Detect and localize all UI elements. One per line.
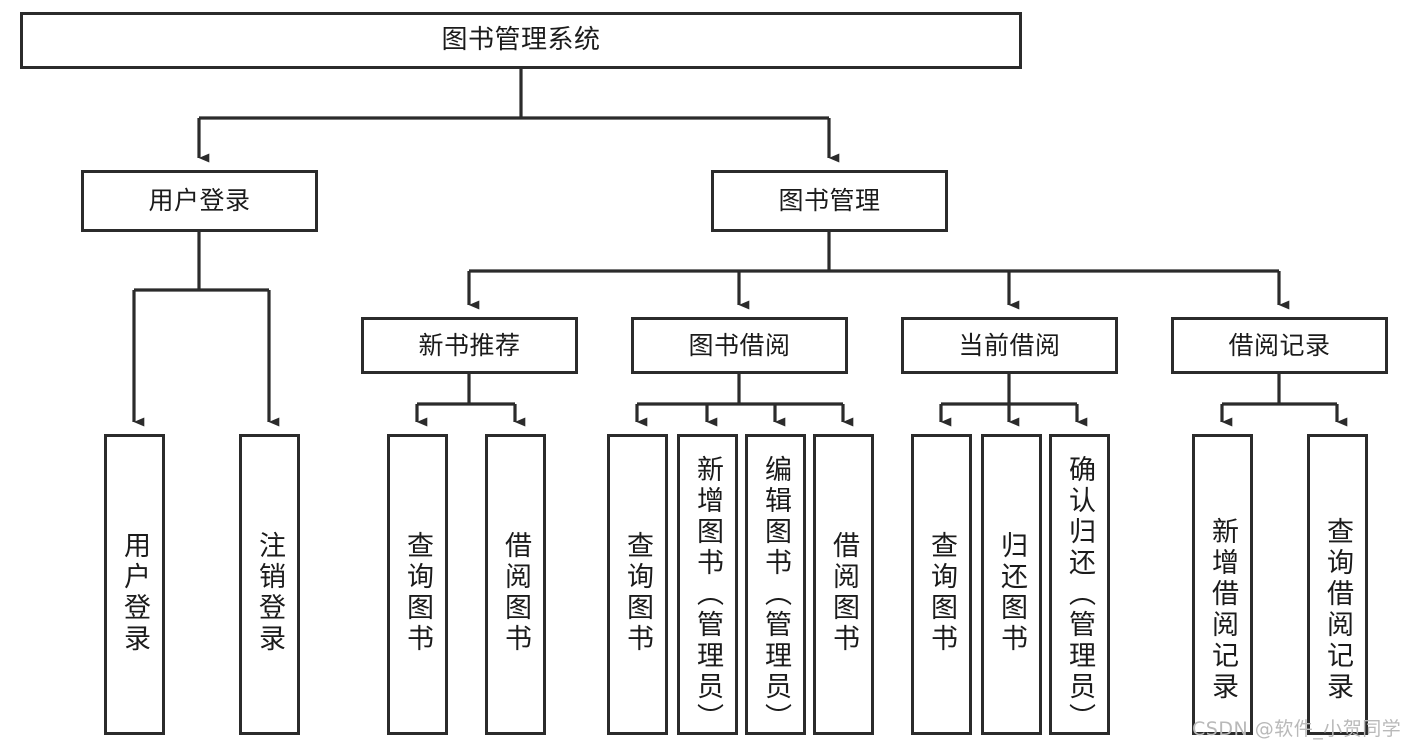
node-label: 新增借阅记录 (1207, 517, 1238, 703)
node-book-borrow[interactable]: 图书借阅 (631, 317, 848, 374)
leaf-book-borrow-edit-book-admin[interactable]: 编辑图书（管理员） (745, 434, 806, 735)
node-label: 新书推荐 (418, 330, 521, 360)
node-root-book-management-system[interactable]: 图书管理系统 (20, 12, 1022, 69)
node-label: 新增图书（管理员） (692, 455, 723, 734)
node-label: 借阅图书 (500, 531, 531, 655)
node-label: 查询借阅记录 (1322, 517, 1353, 703)
watermark-text: CSDN @软件_小贺同学 (1192, 718, 1402, 740)
leaf-user-login-logout[interactable]: 注销登录 (239, 434, 300, 735)
node-label: 归还图书 (996, 531, 1027, 655)
node-label: 图书管理系统 (441, 24, 601, 55)
leaf-book-borrow-borrow-book[interactable]: 借阅图书 (813, 434, 874, 735)
node-label: 查询图书 (926, 531, 957, 655)
leaf-borrow-record-query-record[interactable]: 查询借阅记录 (1307, 434, 1368, 735)
leaf-user-login-login[interactable]: 用户登录 (104, 434, 165, 735)
node-borrow-record[interactable]: 借阅记录 (1171, 317, 1388, 374)
leaf-new-book-borrow-book[interactable]: 借阅图书 (485, 434, 546, 735)
node-book-management[interactable]: 图书管理 (711, 170, 948, 232)
leaf-book-borrow-query-book[interactable]: 查询图书 (607, 434, 668, 735)
node-label: 借阅图书 (828, 531, 859, 655)
node-label: 当前借阅 (958, 330, 1061, 360)
leaf-book-borrow-add-book-admin[interactable]: 新增图书（管理员） (677, 434, 738, 735)
node-label: 图书借阅 (688, 330, 791, 360)
node-label: 用户登录 (148, 186, 251, 215)
leaf-current-borrow-query-book[interactable]: 查询图书 (911, 434, 972, 735)
node-label: 注销登录 (254, 531, 285, 655)
leaf-borrow-record-add-record[interactable]: 新增借阅记录 (1192, 434, 1253, 735)
node-label: 查询图书 (622, 531, 653, 655)
node-label: 借阅记录 (1228, 330, 1331, 360)
leaf-new-book-query-book[interactable]: 查询图书 (387, 434, 448, 735)
node-label: 编辑图书（管理员） (760, 455, 791, 734)
node-user-login[interactable]: 用户登录 (81, 170, 318, 232)
node-label: 用户登录 (119, 531, 150, 655)
node-new-book-recommend[interactable]: 新书推荐 (361, 317, 578, 374)
node-label: 查询图书 (402, 531, 433, 655)
node-current-borrow[interactable]: 当前借阅 (901, 317, 1118, 374)
node-label: 确认归还（管理员） (1064, 455, 1095, 734)
leaf-current-borrow-confirm-return-admin[interactable]: 确认归还（管理员） (1049, 434, 1110, 735)
node-label: 图书管理 (778, 186, 881, 215)
leaf-current-borrow-return-book[interactable]: 归还图书 (981, 434, 1042, 735)
